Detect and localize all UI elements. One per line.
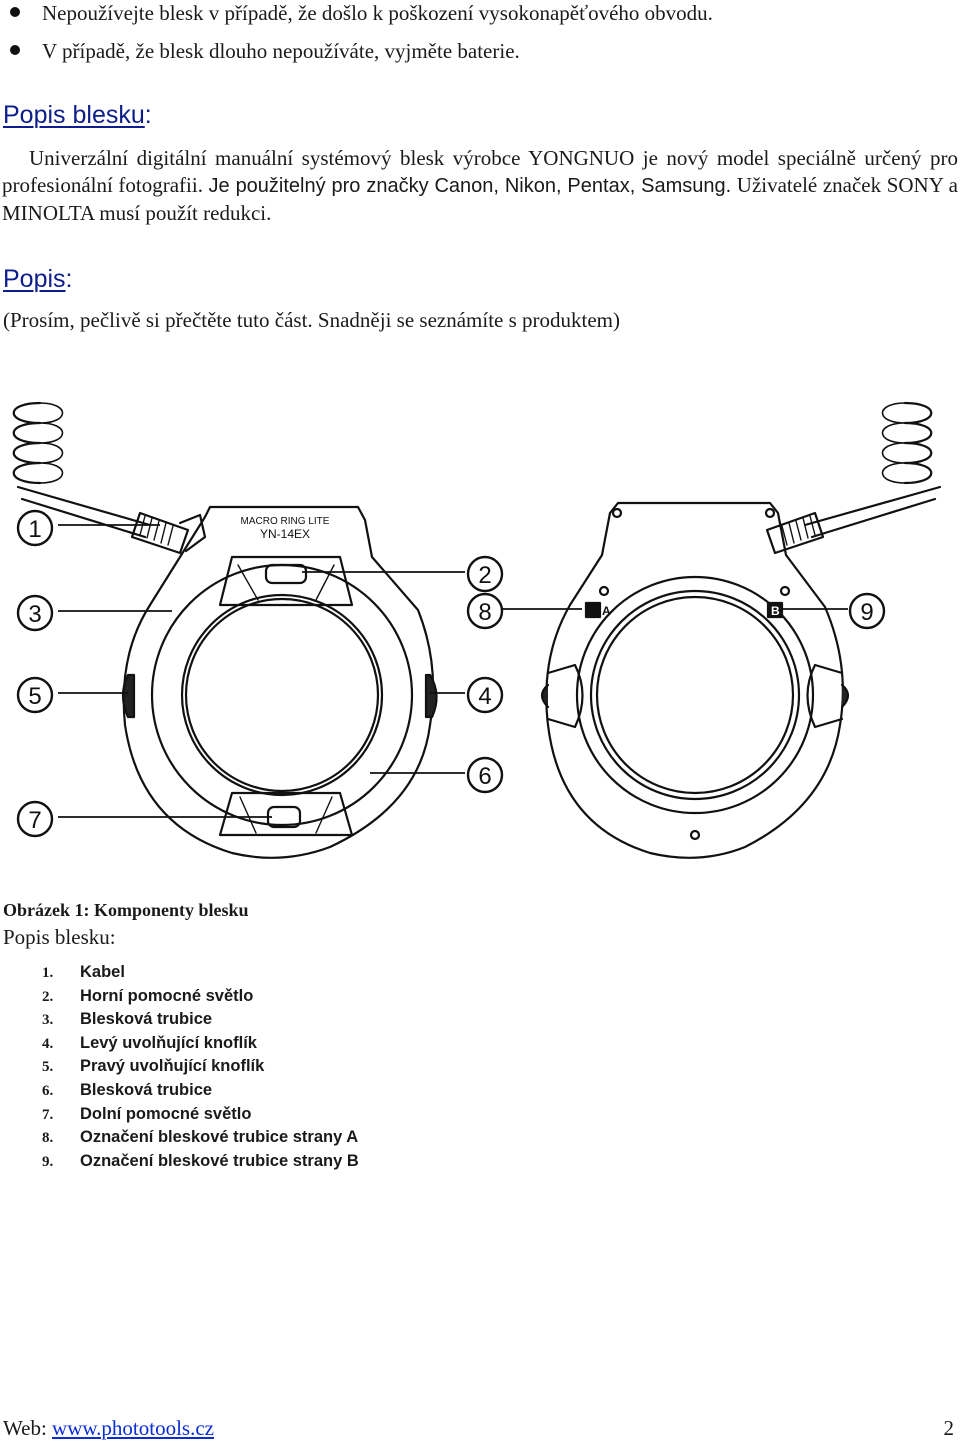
- list-item: 5. Pravý uvolňující knoflík: [42, 1054, 359, 1078]
- list-label: Pravý uvolňující knoflík: [80, 1057, 265, 1076]
- list-label: Blesková trubice: [80, 1010, 213, 1029]
- callout-6: 6: [478, 763, 491, 790]
- bullet-dot-icon: [10, 7, 20, 17]
- left-flash-ring: [150, 563, 414, 827]
- top-aux-light: [218, 555, 354, 607]
- list-item: 6. Blesková trubice: [42, 1078, 359, 1102]
- list-number: 7.: [42, 1106, 54, 1123]
- callout-1: 1: [28, 516, 41, 543]
- footer-web: Web: www.phototools.cz: [3, 1416, 214, 1441]
- list-item: 7. Dolní pomocné světlo: [42, 1102, 359, 1126]
- right-cable-coil: [765, 401, 942, 555]
- list-item: 4. Levý uvolňující knoflík: [42, 1031, 359, 1055]
- callout-9: 9: [860, 599, 873, 626]
- list-item: 9. Označení bleskové trubice strany B: [42, 1149, 359, 1173]
- list-label: Blesková trubice: [80, 1080, 213, 1099]
- callout-8: 8: [478, 599, 491, 626]
- model-label-line1: MACRO RING LITE: [241, 516, 330, 527]
- list-item: 2. Horní pomocné světlo: [42, 984, 359, 1008]
- description-paragraph: Univerzální digitální manuální systémový…: [2, 145, 958, 227]
- list-item: 8. Označení bleskové trubice strany A: [42, 1125, 359, 1149]
- para-text: Uživatelé značek SONY a MINOLTA musí pou…: [2, 173, 959, 225]
- list-label: Označení bleskové trubice strany B: [80, 1151, 359, 1170]
- list-label: Označení bleskové trubice strany A: [80, 1128, 359, 1147]
- list-label: Dolní pomocné světlo: [80, 1104, 252, 1123]
- heading-colon: :: [144, 101, 152, 129]
- list-number: 5.: [42, 1059, 54, 1076]
- bullet-dot-icon: [10, 45, 20, 55]
- list-item: 1. Kabel: [42, 960, 359, 984]
- figure-caption: Obrázek 1: Komponenty blesku: [3, 900, 249, 920]
- flash-components-figure: MACRO RING LITE YN-14EX: [12, 401, 942, 859]
- list-label: Levý uvolňující knoflík: [80, 1033, 257, 1052]
- section-heading-popis: Popis:: [3, 265, 73, 294]
- list-number: 6.: [42, 1082, 54, 1099]
- model-label-line2: YN-14EX: [260, 527, 310, 541]
- callout-2: 2: [478, 562, 491, 589]
- reading-note: (Prosím, pečlivě si přečtěte tuto část. …: [3, 308, 620, 332]
- list-label: Horní pomocné světlo: [80, 986, 254, 1005]
- bullet-item: Nepoužívejte blesk v případě, že došlo k…: [10, 0, 713, 26]
- list-heading: Popis blesku:: [3, 925, 116, 949]
- footer-web-label: Web:: [3, 1416, 53, 1440]
- right-flash-ring: [575, 575, 815, 815]
- website-link[interactable]: www.phototools.cz: [52, 1416, 214, 1440]
- callout-4: 4: [478, 683, 491, 710]
- list-item: 3. Blesková trubice: [42, 1007, 359, 1031]
- side-b-mark: B: [771, 604, 780, 618]
- bullet-text: V případě, že blesk dlouho nepoužíváte, …: [42, 39, 520, 63]
- list-number: 8.: [42, 1130, 54, 1147]
- callout-5: 5: [28, 683, 41, 710]
- bullet-text: Nepoužívejte blesk v případě, že došlo k…: [42, 1, 713, 25]
- page-number: 2: [943, 1416, 955, 1440]
- heading-word: Popis: [3, 265, 66, 293]
- left-release-button: [121, 673, 136, 719]
- list-number: 2.: [42, 988, 54, 1005]
- list-label: Kabel: [80, 963, 125, 981]
- heading-word: Popis blesku: [3, 101, 145, 129]
- list-number: 9.: [42, 1153, 54, 1170]
- para-text: Univerzální digitální manuální systémový…: [2, 146, 958, 197]
- para-text-sans: Je použitelný pro značky Canon, Nikon, P…: [208, 175, 732, 197]
- callout-3: 3: [28, 601, 41, 628]
- left-unit-body: [122, 505, 435, 859]
- bullet-item: V případě, že blesk dlouho nepoužíváte, …: [10, 38, 520, 64]
- callout-7: 7: [28, 807, 41, 834]
- list-number: 1.: [42, 965, 54, 981]
- side-a-mark: A: [602, 604, 611, 618]
- right-release-button: [424, 673, 438, 719]
- heading-colon: :: [65, 265, 73, 293]
- parts-list: 1. Kabel 2. Horní pomocné světlo 3. Bleskov…: [42, 960, 359, 1172]
- list-number: 4.: [42, 1035, 54, 1052]
- list-number: 3.: [42, 1012, 54, 1029]
- bottom-aux-light: [218, 791, 354, 837]
- section-heading-popis-blesku: Popis blesku:: [3, 101, 152, 130]
